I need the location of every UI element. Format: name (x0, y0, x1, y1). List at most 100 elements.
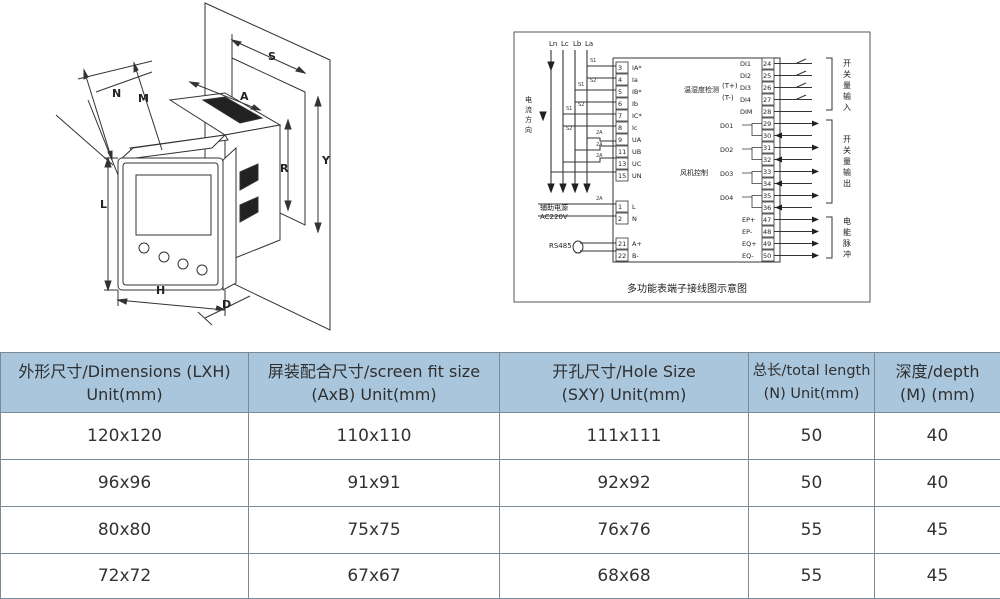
group-switch-in-4: 输 (843, 91, 851, 101)
ct-label-s2b: S2 (578, 102, 584, 108)
right-terminal-number: 24 (763, 60, 771, 68)
right-terminal-number: 48 (763, 228, 771, 236)
group-switch-out-4: 输 (843, 167, 851, 177)
left-terminal-name: IB* (632, 88, 642, 96)
do-note: 风机控制 (680, 168, 708, 177)
di-note-tminus: (T-) (722, 94, 734, 102)
left-terminal-number: 7 (618, 112, 622, 120)
right-terminal-number: 32 (763, 156, 771, 164)
group-switch-out-3: 量 (843, 157, 851, 166)
left-terminal-number: 13 (618, 160, 626, 168)
table-header-row: 外形尺寸/Dimensions (LXH)Unit(mm) 屏装配合尺寸/scr… (1, 353, 1000, 413)
ct-label-s1b: S1 (578, 82, 584, 88)
right-terminal-number: 47 (763, 216, 771, 224)
table-cell: 92x92 (500, 460, 749, 507)
left-terminal-name: Ia (632, 76, 638, 84)
current-direction-text-1: 电 (525, 95, 532, 104)
right-terminal-name: EP- (742, 228, 753, 236)
right-terminal-number: 30 (763, 132, 771, 140)
header-dimensions: 外形尺寸/Dimensions (LXH)Unit(mm) (1, 353, 249, 413)
right-terminal-number: 49 (763, 240, 771, 248)
left-terminal-number: 11 (618, 148, 626, 156)
table-cell: 96x96 (1, 460, 249, 507)
left-terminal-name: IA* (632, 64, 642, 72)
di-note-tplus: (T+) (722, 82, 738, 90)
left-terminal-number: 6 (618, 100, 622, 108)
aux-power-voltage: AC220V (540, 213, 568, 221)
left-terminal-number: 2 (618, 215, 622, 223)
header-total-length: 总长/total length(N) Unit(mm) (749, 353, 875, 413)
fuse-label-2: 2A (596, 142, 603, 148)
left-terminal-name: UN (632, 172, 642, 180)
left-terminal-number: 22 (618, 252, 626, 260)
terminal-wiring-diagram: Ln Lc Lb La 电 流 方 向 辅助电源 AC220V RS485 温湿… (0, 0, 1000, 330)
table-row: 120x120 110x110 111x111 50 40 (1, 413, 1000, 460)
right-terminal-number: 29 (763, 120, 771, 128)
group-switch-in-3: 量 (843, 81, 851, 90)
table-cell: 111x111 (500, 413, 749, 460)
wiring-caption: 多功能表端子接线图示意图 (627, 282, 747, 295)
left-terminal-name: UB (632, 148, 641, 156)
right-terminal-number: 31 (763, 144, 771, 152)
right-terminal-number: 33 (763, 168, 771, 176)
current-direction-text-4: 向 (525, 125, 532, 134)
group-pulse-1: 电 (843, 216, 851, 226)
right-terminal-name: EQ+ (742, 240, 757, 248)
right-terminal-name: EP+ (742, 216, 755, 224)
group-switch-in-5: 入 (843, 103, 851, 112)
right-terminal-number: 34 (763, 180, 771, 188)
group-switch-out-1: 开 (843, 135, 851, 144)
ct-label-s1c: S1 (566, 106, 572, 112)
left-terminal-number: 5 (618, 88, 622, 96)
table-cell: 55 (749, 554, 875, 599)
right-terminal-name: DIM (740, 108, 753, 116)
table-cell: 40 (875, 460, 1000, 507)
right-terminal-name: EQ- (742, 252, 754, 260)
left-terminal-name: B- (632, 252, 639, 260)
di-note: 温湿度检测 (684, 85, 719, 94)
do-terminal-name: D02 (720, 146, 733, 154)
table-row: 80x80 75x75 76x76 55 45 (1, 507, 1000, 554)
line-label-la: La (585, 40, 593, 48)
right-terminal-name: DI4 (740, 96, 751, 104)
current-direction-text-3: 方 (525, 115, 532, 124)
fuse-label-4: 2A (596, 196, 603, 202)
ct-label-s1a: S1 (590, 58, 596, 64)
group-switch-in-2: 关 (843, 69, 851, 79)
rs485-label: RS485 (549, 242, 572, 250)
right-terminal-number: 28 (763, 108, 771, 116)
line-label-ln: Ln (549, 40, 557, 48)
left-terminal-name: A+ (632, 240, 642, 248)
left-terminal-number: 15 (618, 172, 626, 180)
left-terminal-name: N (632, 215, 637, 223)
group-switch-out-5: 出 (843, 178, 851, 188)
right-terminal-name: DI1 (740, 60, 751, 68)
left-terminal-number: 21 (618, 240, 626, 248)
table-cell: 80x80 (1, 507, 249, 554)
right-terminal-name: DI2 (740, 72, 751, 80)
table-cell: 91x91 (249, 460, 500, 507)
left-terminal-number: 1 (618, 203, 622, 211)
header-depth: 深度/depth(M) (mm) (875, 353, 1000, 413)
table-cell: 50 (749, 413, 875, 460)
table-cell: 40 (875, 413, 1000, 460)
right-terminal-number: 27 (763, 96, 771, 104)
right-terminal-number: 50 (763, 252, 771, 260)
right-terminal-number: 26 (763, 84, 771, 92)
right-terminal-number: 35 (763, 192, 771, 200)
table-cell: 50 (749, 460, 875, 507)
group-pulse-4: 冲 (843, 249, 851, 259)
line-label-lc: Lc (561, 40, 569, 48)
table-cell: 45 (875, 554, 1000, 599)
current-direction-text-2: 流 (525, 105, 532, 114)
line-label-lb: Lb (573, 40, 582, 48)
fuse-label-3: 2A (596, 153, 603, 159)
table-cell: 55 (749, 507, 875, 554)
table-row: 96x96 91x91 92x92 50 40 (1, 460, 1000, 507)
do-terminal-name: D04 (720, 194, 733, 202)
table-cell: 75x75 (249, 507, 500, 554)
ct-label-s2c: S2 (566, 126, 572, 132)
group-switch-out-2: 关 (843, 145, 851, 155)
header-screen-fit-size: 屏装配合尺寸/screen fit size(AxB) Unit(mm) (249, 353, 500, 413)
right-terminal-number: 25 (763, 72, 771, 80)
